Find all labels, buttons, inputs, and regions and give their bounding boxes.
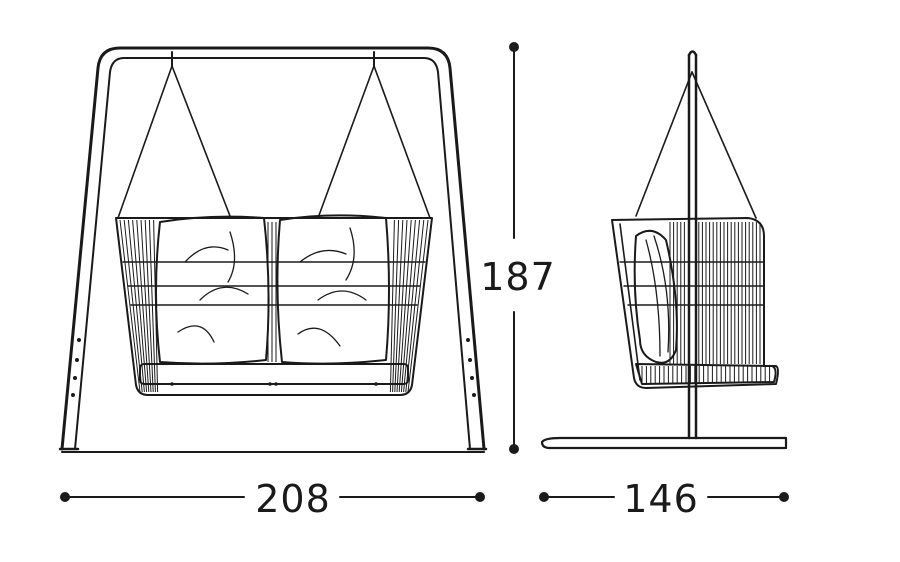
side-view: [540, 50, 788, 450]
front-slat: [119, 219, 141, 393]
front-back-cushion-right: [276, 214, 390, 365]
front-basket-outline: [115, 217, 433, 396]
front-back-cushion-left: [155, 215, 270, 365]
front-slat: [127, 219, 145, 393]
side-basket-inner-front: [619, 223, 641, 381]
front-view: [58, 46, 488, 453]
front-cushion-right-wrinkles: [297, 227, 367, 347]
side-rope-front: [635, 71, 693, 217]
depth-dim-label: 146: [623, 477, 699, 521]
front-basket-slats: [119, 219, 429, 393]
front-frame-outer: [60, 46, 486, 451]
front-rope-right-a: [317, 65, 375, 219]
height-dim-label: 187: [480, 255, 556, 299]
width-dim-label: 208: [255, 477, 331, 521]
height-dim-bottom-dot: [509, 444, 519, 454]
front-cushion-left-wrinkles: [177, 231, 249, 343]
front-seat-cushion: [139, 363, 409, 385]
side-seat-cushion: [635, 363, 777, 385]
front-slat: [405, 219, 425, 393]
side-cushion-inner-curve: [645, 235, 670, 357]
height-dimension: 187: [480, 42, 556, 454]
side-basket-slats: [641, 222, 771, 383]
depth-dim-right-dot: [779, 492, 789, 502]
width-dim-right-dot: [475, 492, 485, 502]
front-slat: [403, 219, 421, 393]
front-frame-inner: [74, 57, 471, 450]
side-rope-back: [691, 71, 757, 219]
side-back-cushion: [633, 229, 678, 364]
depth-dimension: 146: [539, 477, 789, 521]
side-base: [540, 436, 788, 450]
front-slat: [123, 219, 143, 393]
front-rope-left-b: [171, 65, 231, 217]
side-post-top: [687, 50, 698, 57]
front-bolts-left: [71, 338, 476, 397]
front-slat: [407, 219, 429, 393]
width-dimension: 208: [60, 477, 485, 521]
front-seat-dots: [170, 382, 378, 386]
front-rope-left-a: [117, 65, 173, 219]
front-rope-right-b: [373, 65, 431, 219]
